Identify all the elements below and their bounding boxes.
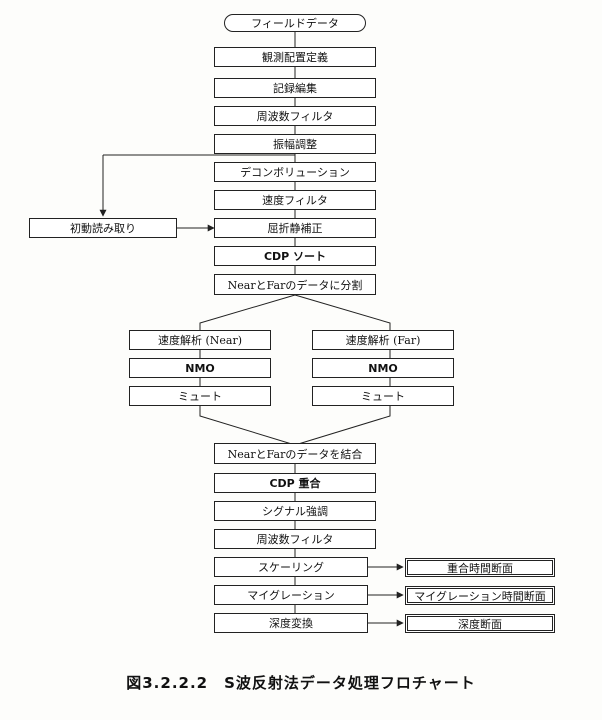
velocity-filter-node: 速度フィルタ: [214, 190, 376, 210]
stacked-time-section-output: 重合時間断面: [405, 558, 555, 577]
mute-far-node: ミュート: [312, 386, 454, 406]
signal-enhancement-node: シグナル強調: [214, 501, 376, 521]
migrated-time-section-output: マイグレーション時間断面: [405, 586, 555, 605]
first-break-picking-node: 初動読み取り: [29, 218, 177, 238]
cdp-sort-node: CDP ソート: [214, 246, 376, 266]
mute-near-node: ミュート: [129, 386, 271, 406]
velocity-analysis-near-node: 速度解析 (Near): [129, 330, 271, 350]
migration-node: マイグレーション: [214, 585, 368, 605]
merge-right: [294, 406, 391, 446]
deconvolution-node: デコンボリューション: [214, 162, 376, 182]
depth-section-output: 深度断面: [405, 614, 555, 633]
amplitude-adjustment-node: 振幅調整: [214, 134, 376, 154]
velocity-analysis-far-node: 速度解析 (Far): [312, 330, 454, 350]
split-left: [199, 294, 296, 330]
cdp-stack-node: CDP 重合: [214, 473, 376, 493]
merge-left: [199, 406, 296, 446]
geometry-definition-node: 観測配置定義: [214, 47, 376, 67]
figure-caption: 図3.2.2.2 S波反射法データ処理フロチャート: [126, 674, 476, 692]
frequency-filter-2-node: 周波数フィルタ: [214, 529, 376, 549]
depth-conversion-node: 深度変換: [214, 613, 368, 633]
split-right: [294, 294, 391, 330]
frequency-filter-node: 周波数フィルタ: [214, 106, 376, 126]
field-data-node: フィールドデータ: [224, 14, 366, 32]
refraction-statics-node: 屈折静補正: [214, 218, 376, 238]
flowchart-connectors: [99, 32, 404, 627]
merge-near-far-node: NearとFarのデータを結合: [214, 443, 376, 464]
record-editing-node: 記録編集: [214, 78, 376, 98]
split-near-far-node: NearとFarのデータに分割: [214, 274, 376, 295]
nmo-far-node: NMO: [312, 358, 454, 378]
nmo-near-node: NMO: [129, 358, 271, 378]
scaling-node: スケーリング: [214, 557, 368, 577]
